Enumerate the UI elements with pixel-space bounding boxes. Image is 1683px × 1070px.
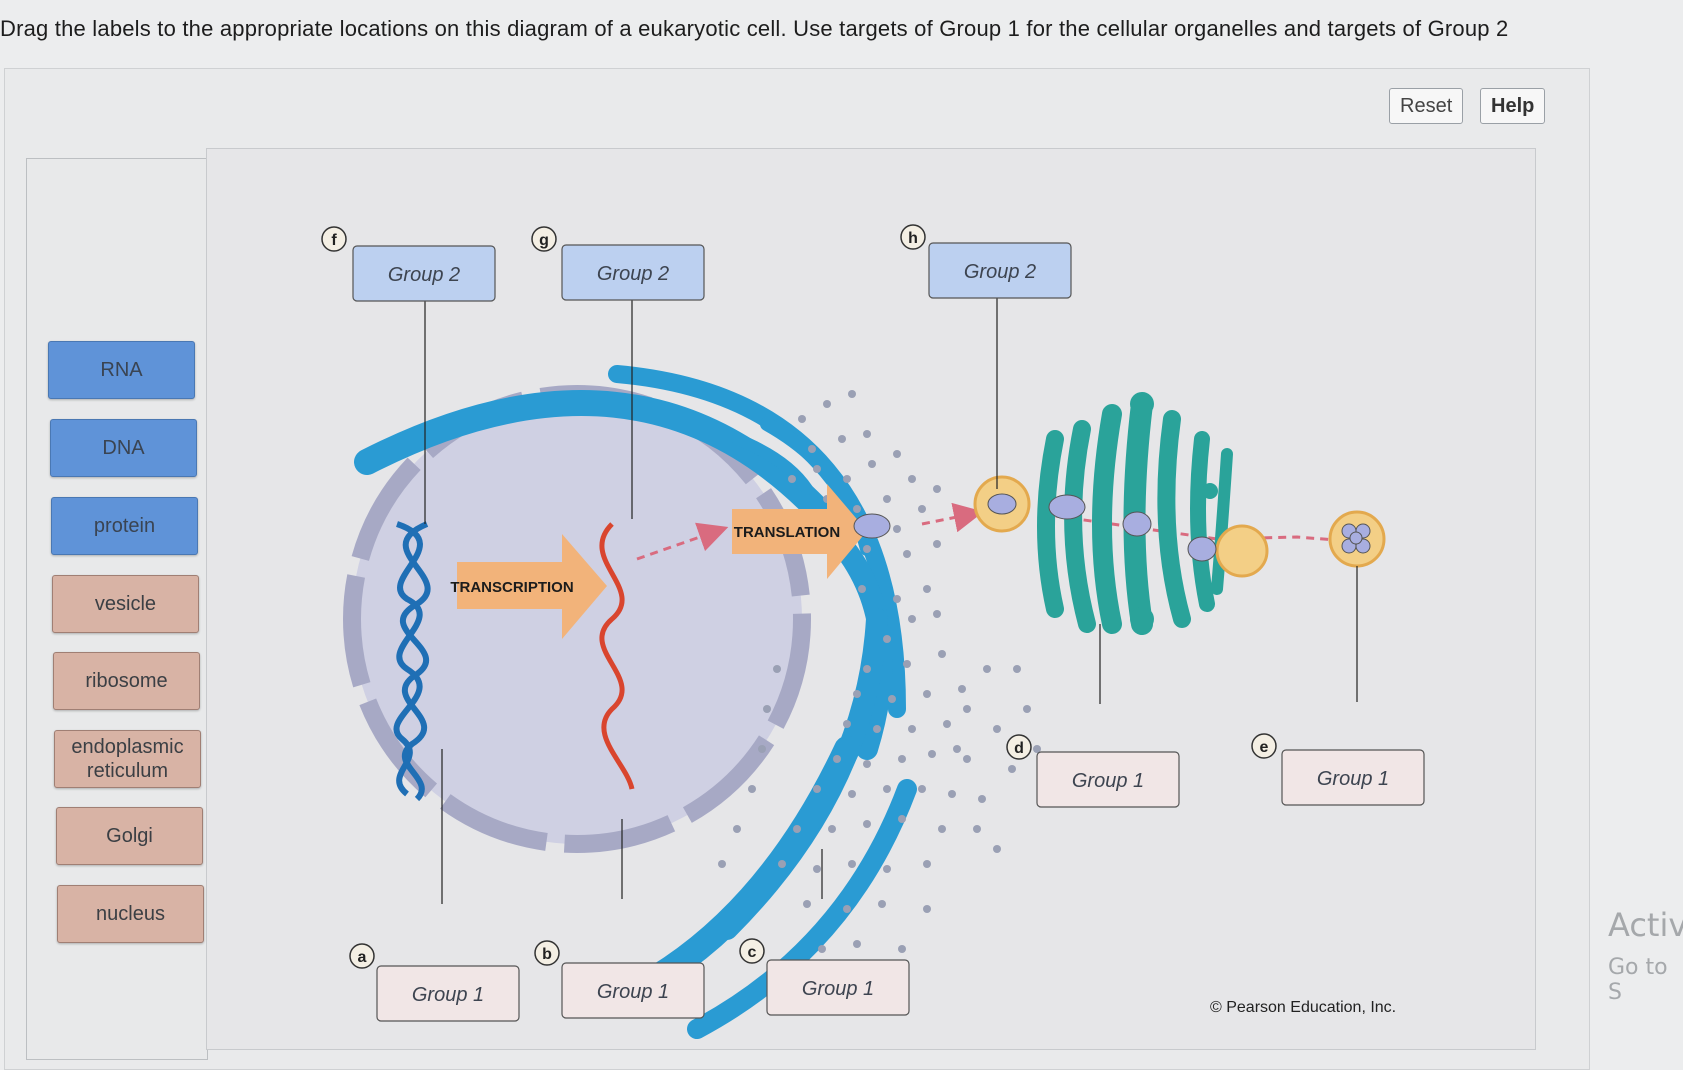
target-letter: g	[539, 232, 549, 249]
transcription-arrow	[457, 534, 607, 639]
label-protein[interactable]: protein	[51, 497, 198, 555]
target-h[interactable]: h Group 2	[900, 224, 1072, 299]
target-e[interactable]: e Group 1	[1251, 733, 1425, 806]
target-text: Group 1	[412, 984, 484, 1006]
target-text: Group 2	[964, 261, 1036, 283]
target-text: Group 1	[1072, 770, 1144, 792]
translation-label: TRANSLATION	[734, 524, 840, 541]
reset-button[interactable]: Reset	[1389, 88, 1464, 124]
target-text: Group 2	[597, 263, 669, 285]
cell-diagram: TRANSCRIPTION TRANSLATION	[206, 148, 1536, 1050]
activate-watermark-line1: Activ	[1608, 906, 1683, 944]
target-letter: b	[542, 946, 552, 963]
protein-to-vesicle-arrow	[921, 502, 984, 533]
target-letter: h	[908, 230, 918, 247]
label-ribosome[interactable]: ribosome	[53, 652, 200, 710]
activate-watermark-line2: Go to S	[1608, 955, 1668, 1005]
target-a[interactable]: a Group 1	[349, 943, 520, 1022]
label-endoplasmic-reticulum[interactable]: endoplasmic reticulum	[54, 730, 201, 788]
label-rna[interactable]: RNA	[48, 341, 195, 399]
instructions-text: Drag the labels to the appropriate locat…	[0, 16, 1509, 41]
target-text: Group 1	[1317, 768, 1389, 790]
target-c[interactable]: c Group 1	[739, 938, 910, 1016]
label-vesicle[interactable]: vesicle	[52, 575, 199, 633]
transcription-label: TRANSCRIPTION	[450, 579, 573, 596]
help-button[interactable]: Help	[1480, 88, 1546, 124]
copyright-text: © Pearson Education, Inc.	[1210, 999, 1397, 1016]
budding-vesicle-shape	[1215, 524, 1269, 578]
target-g[interactable]: g Group 2	[531, 226, 705, 301]
ribosome-dots	[718, 390, 1041, 993]
target-text: Group 1	[802, 978, 874, 1000]
target-f[interactable]: f Group 2	[321, 226, 496, 302]
dna-helix	[393, 521, 431, 802]
rna-to-translation-arrow	[636, 522, 729, 561]
leader-lines	[424, 296, 1358, 904]
target-letter: d	[1014, 740, 1024, 757]
target-letter: f	[331, 232, 337, 249]
translation-arrow	[732, 484, 867, 579]
target-letter: a	[358, 949, 367, 966]
label-dna[interactable]: DNA	[50, 419, 197, 477]
label-nucleus[interactable]: nucleus	[57, 885, 204, 943]
target-letter: c	[748, 944, 757, 961]
target-text: Group 1	[597, 981, 669, 1003]
rna-strand	[599, 522, 635, 790]
label-golgi[interactable]: Golgi	[56, 807, 203, 865]
target-text: Group 2	[388, 264, 460, 286]
target-d[interactable]: d Group 1	[1006, 734, 1180, 808]
cell-diagram-svg: TRANSCRIPTION TRANSLATION	[321, 224, 1425, 1039]
target-b[interactable]: b Group 1	[534, 940, 705, 1019]
protein-shape	[853, 513, 891, 539]
target-letter: e	[1260, 739, 1269, 756]
